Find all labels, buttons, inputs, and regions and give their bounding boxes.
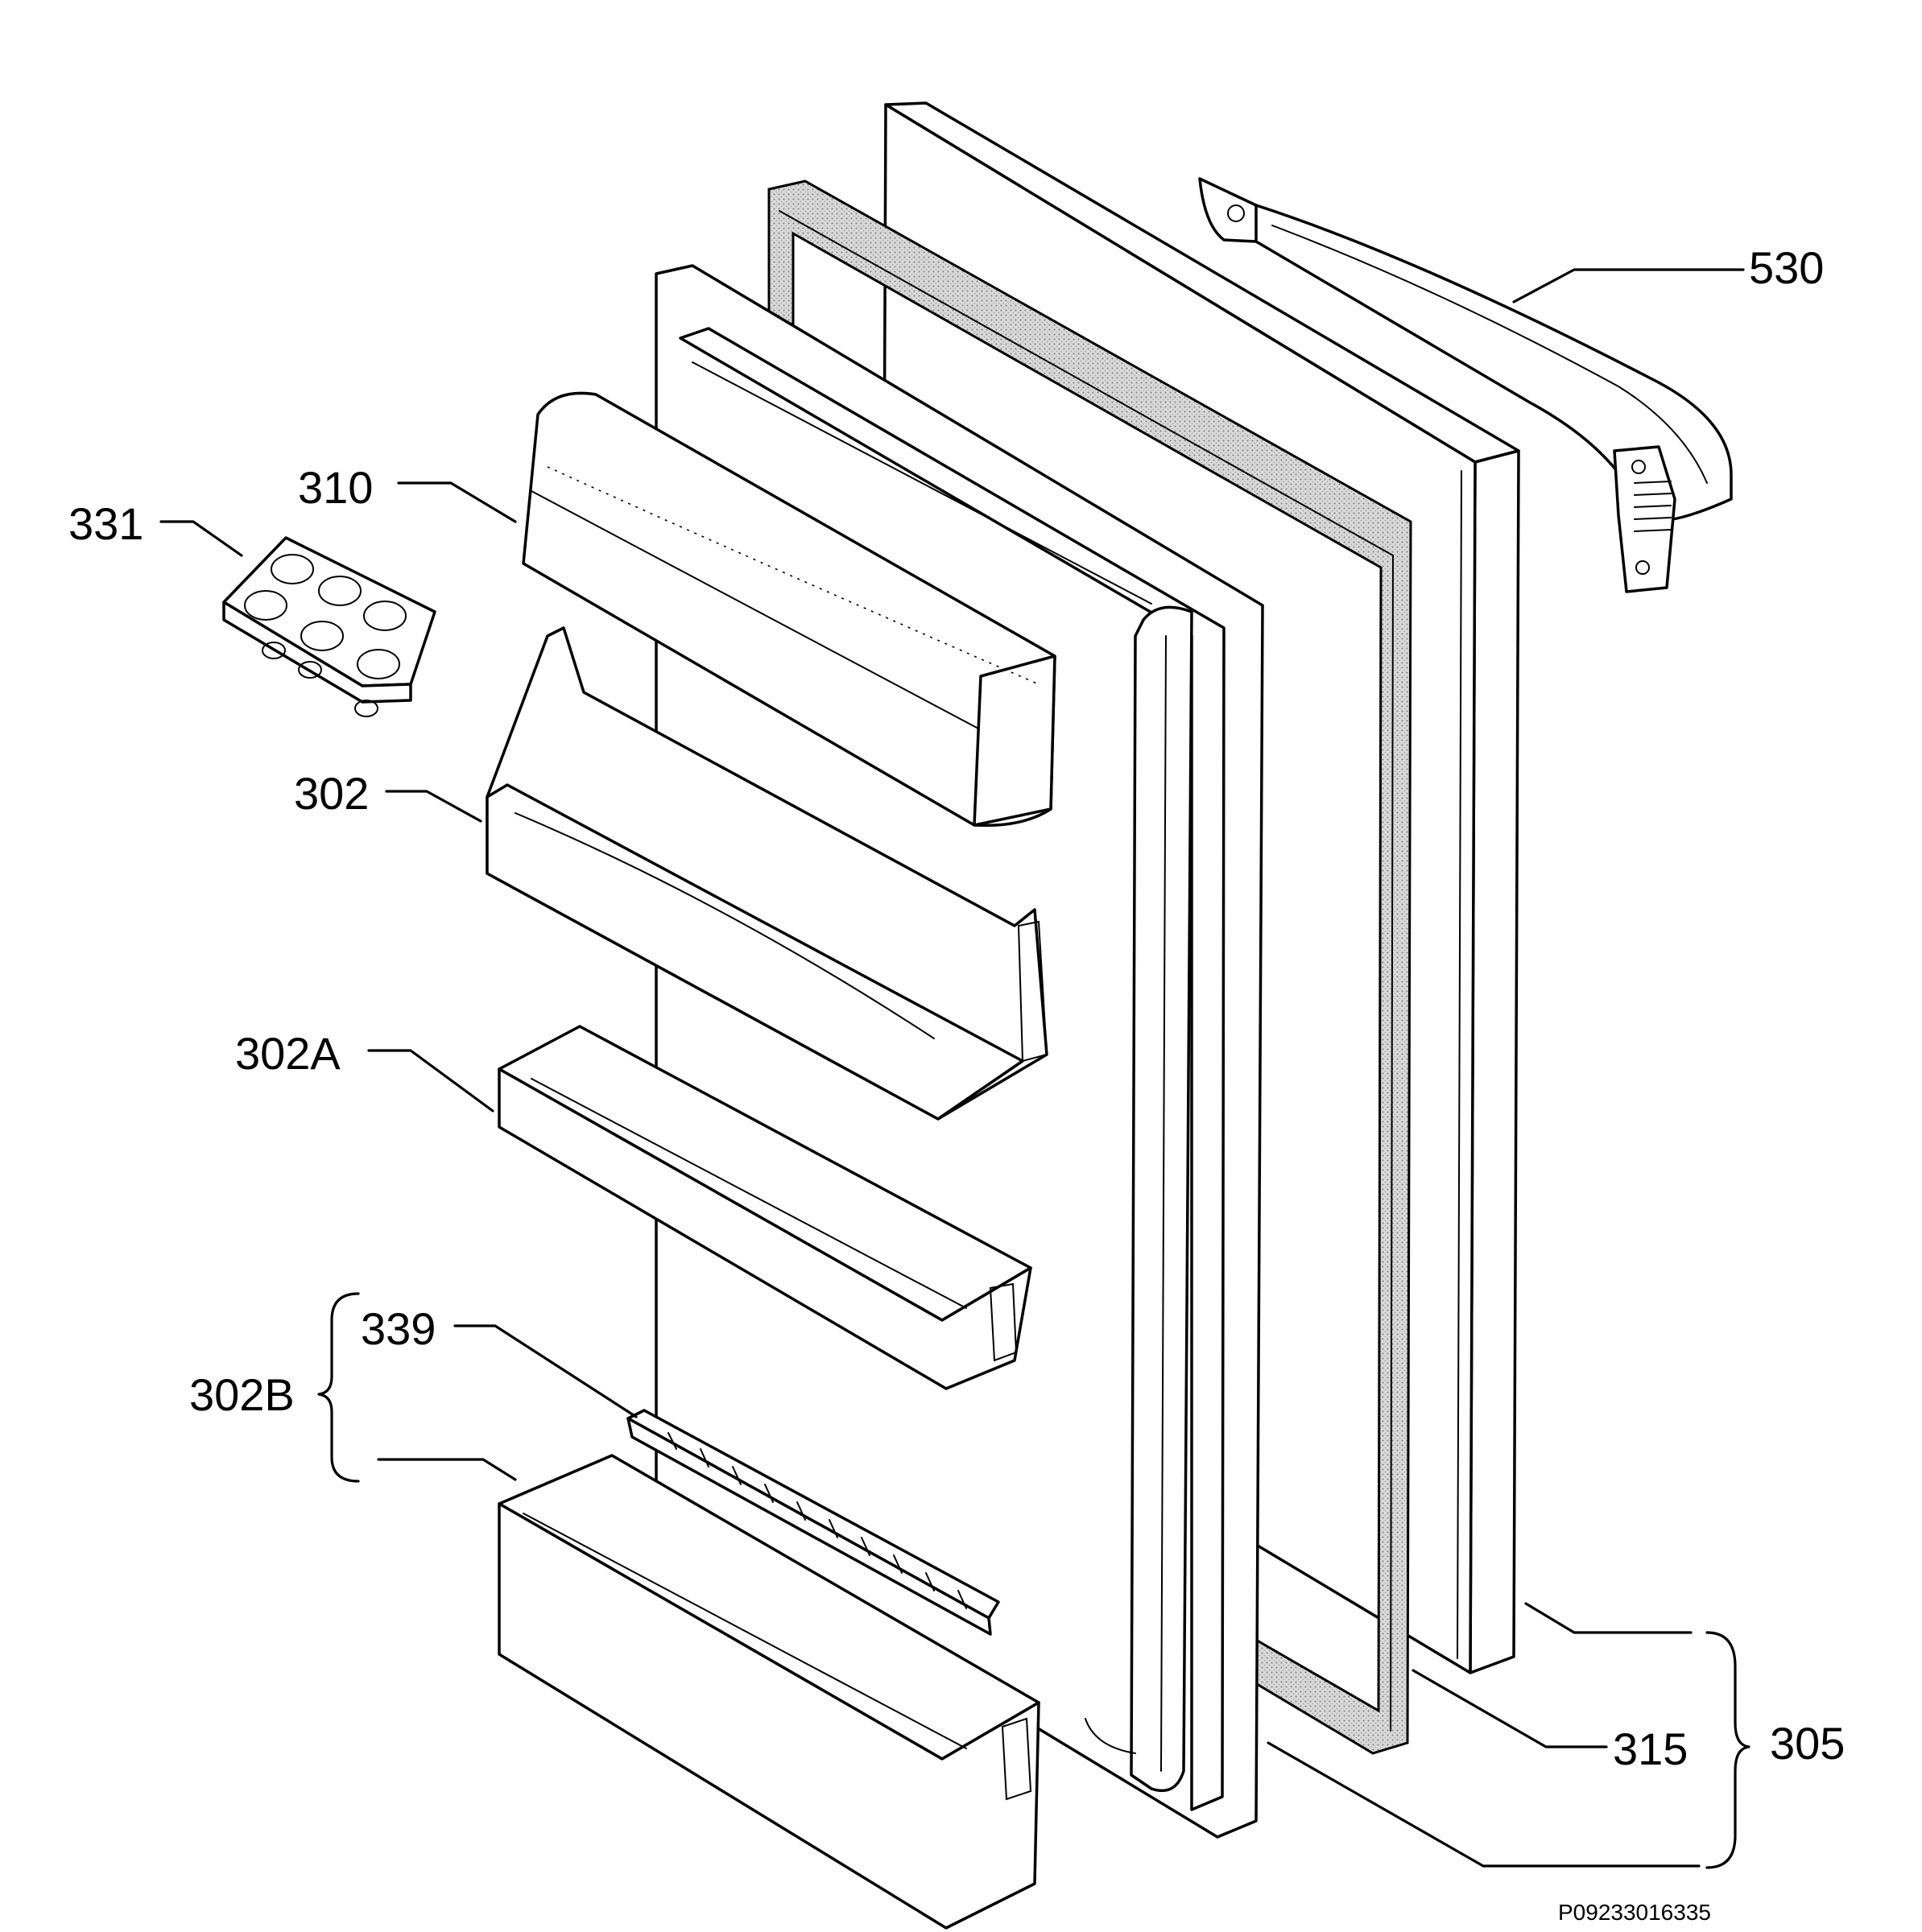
upper-door-shelf [486, 626, 1048, 1121]
label-302b: 302B [189, 1369, 295, 1420]
label-302: 302 [294, 768, 369, 819]
label-305: 305 [1770, 1718, 1845, 1769]
label-530: 530 [1749, 242, 1824, 293]
label-310: 310 [298, 462, 373, 513]
leader-lines [159, 268, 1750, 1869]
label-302a: 302A [235, 1028, 341, 1079]
label-339: 339 [361, 1303, 436, 1354]
drawing-reference-number: P09233016335 [1558, 1900, 1711, 1925]
bottle-door-shelf [498, 1454, 1040, 1930]
dairy-compartment-cover [522, 391, 1056, 828]
label-315: 315 [1613, 1724, 1688, 1774]
egg-tray [222, 536, 436, 717]
bottle-retainer [626, 1409, 1000, 1636]
label-331: 331 [68, 498, 143, 549]
door-handle [1198, 177, 1733, 593]
middle-door-shelf [498, 1025, 1032, 1390]
